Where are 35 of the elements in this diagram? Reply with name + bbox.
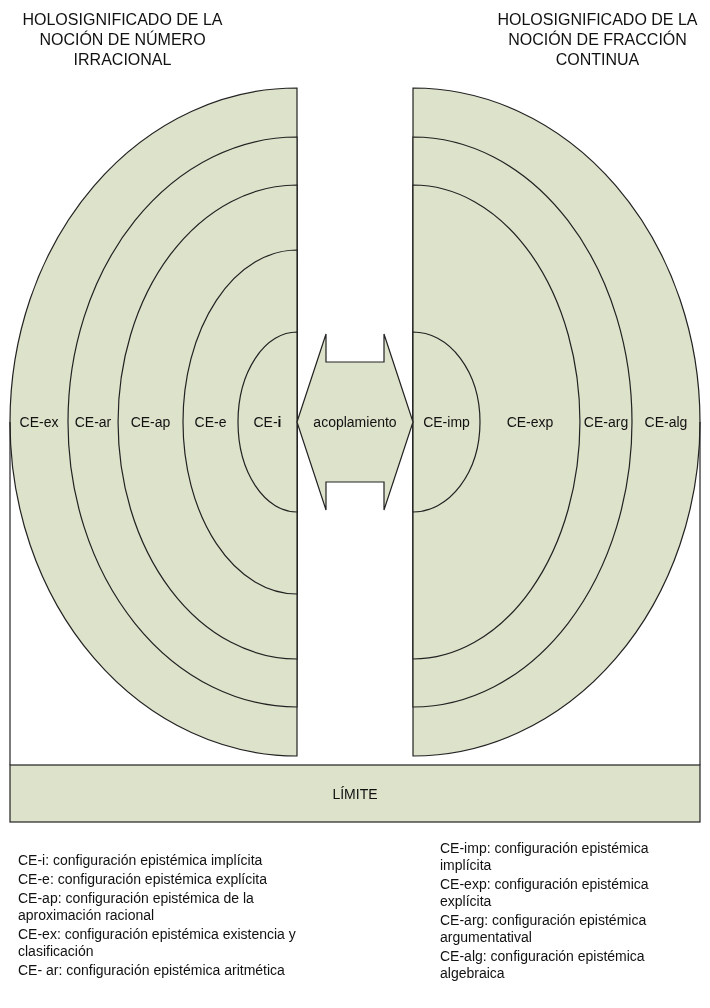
- semi-ellipse-band: [68, 137, 297, 707]
- band-label: CE-alg: [644, 414, 688, 430]
- limit-bar: [10, 765, 700, 822]
- semi-ellipse-band: [183, 250, 297, 594]
- legend-note: CE-arg: configuración epistémica argumentatival: [440, 912, 648, 946]
- semi-ellipse-band: [413, 88, 700, 756]
- semi-ellipse-band: [10, 88, 297, 756]
- semi-ellipse-band: [238, 332, 297, 512]
- legend-note: CE- ar: configuración epistémica aritmética: [18, 962, 286, 979]
- connector-line: [699, 421, 701, 766]
- legend-note: CE-i: configuración epistémica implícita: [18, 852, 264, 869]
- legend-note: CE-e: configuración epistémica explícita: [18, 871, 268, 888]
- legend-note: CE-exp: configuración epistémica explícita: [440, 876, 650, 910]
- band-label: CE-i: [253, 414, 282, 430]
- band-label: CE-imp: [423, 414, 470, 430]
- heading: HOLOSIGNIFICADO DE LA NOCIÓN DE FRACCIÓN CONTINUA: [496, 10, 699, 70]
- band-label: CE-ap: [130, 414, 171, 430]
- bar-label: LÍMITE: [332, 785, 378, 802]
- semi-ellipse-band: [413, 332, 480, 512]
- connector-line: [9, 421, 11, 766]
- legend-note: CE-ex: configuración epistémica existencia y clasificación: [18, 926, 297, 960]
- band-label: CE-ar: [74, 414, 112, 430]
- band-label: CE-arg: [583, 414, 629, 430]
- semi-ellipse-band: [413, 185, 580, 659]
- band-label: CE-e: [194, 414, 227, 430]
- legend-note: CE-alg: configuración epistémica algebraica: [440, 948, 646, 982]
- double-block-arrow: [296, 333, 414, 511]
- semi-ellipse-band: [413, 137, 632, 707]
- legend-note: CE-ap: configuración epistémica de la aproximación racional: [18, 890, 255, 924]
- heading: HOLOSIGNIFICADO DE LA NOCIÓN DE NÚMERO IRRACIONAL: [21, 10, 224, 70]
- legend-note: CE-imp: configuración epistémica implícita: [440, 840, 650, 874]
- band-label: CE-ex: [19, 414, 59, 430]
- band-label: CE-exp: [506, 414, 554, 430]
- edge-label: acoplamiento: [313, 414, 397, 430]
- semi-ellipse-band: [118, 185, 297, 659]
